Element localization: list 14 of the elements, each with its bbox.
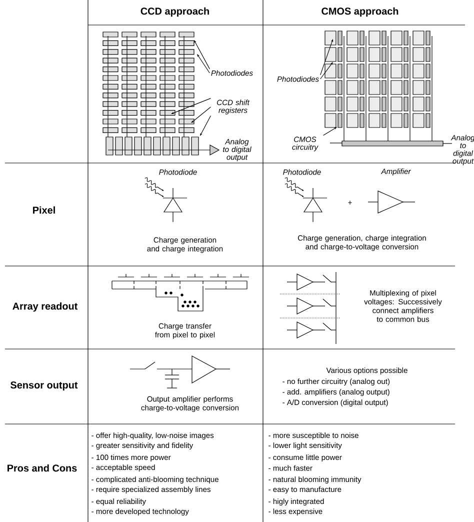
leader-line <box>171 98 211 114</box>
leader-line <box>320 62 333 80</box>
leader-line <box>194 40 210 70</box>
leader-line <box>197 54 210 74</box>
row-header: Pros and Cons <box>8 464 77 472</box>
row-header: Pixel <box>33 206 55 214</box>
column-header: CMOS approach <box>322 7 398 17</box>
column-header: CCD approach <box>140 7 209 17</box>
leader-line <box>323 127 337 136</box>
leader-line <box>200 115 211 136</box>
leader-line <box>320 39 334 76</box>
leader-line <box>191 106 211 123</box>
row-header: Array readout <box>12 302 78 312</box>
row-header: Sensor output <box>10 382 78 390</box>
